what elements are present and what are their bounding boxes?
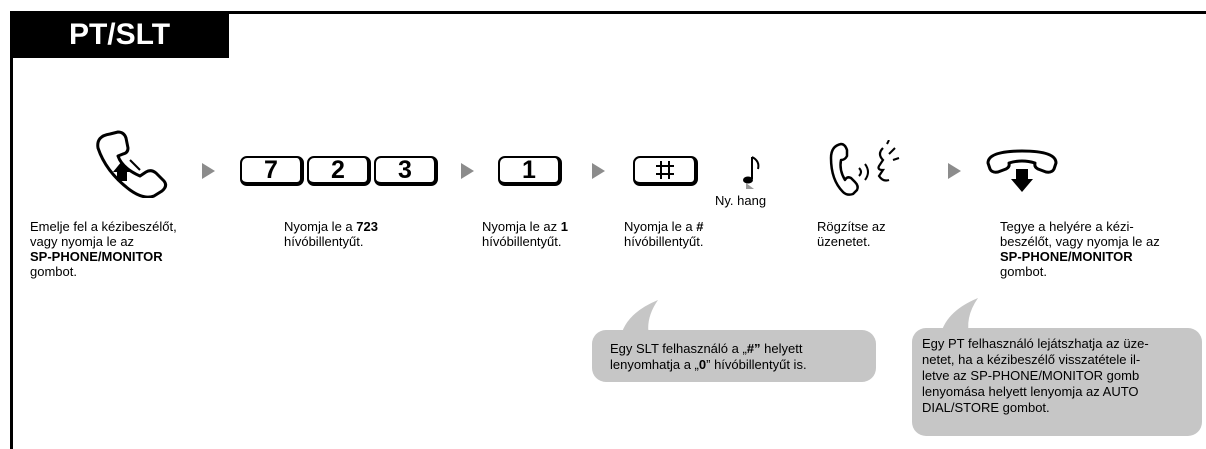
talk-record-icon [829,140,900,196]
frame-left-line [10,11,13,449]
pt-note-bubble: Egy PT felhasználó lejátszhatja az üze- … [912,328,1202,436]
key-7: 7 [240,156,304,186]
flow-arrow-1 [202,163,215,179]
step-4-caption: Nyomja le a # hívóbillentyűt. [624,219,704,249]
flow-arrow-3 [592,163,605,179]
key-2: 2 [307,156,371,186]
tone-label: Ny. hang [715,193,767,208]
handset-on-hook-icon [986,149,1058,192]
step-5-caption: Rögzítse az üzenetet. [817,219,886,249]
frame-top-line [10,11,1206,14]
slt-note-bubble: Egy SLT felhasználó a „#” helyett lenyom… [592,330,876,382]
step-3-caption: Nyomja le az 1 hívóbillentyűt. [482,219,568,249]
key-hash [633,156,698,186]
handset-off-hook-icon [96,130,168,198]
key-3: 3 [374,156,438,186]
flow-arrow-2 [461,163,474,179]
flow-arrow-4 [948,163,961,179]
musical-note-icon [743,156,760,189]
step-1-caption: Emelje fel a kézibeszélőt, vagy nyomja l… [30,219,177,279]
key-1: 1 [498,156,562,186]
header-tab: PT/SLT [10,11,229,58]
step-2-caption: Nyomja le a 723 hívóbillentyűt. [284,219,378,249]
step-6-caption: Tegye a helyére a kézi- beszélőt, vagy n… [1000,219,1160,279]
hash-symbol-icon [655,161,674,179]
